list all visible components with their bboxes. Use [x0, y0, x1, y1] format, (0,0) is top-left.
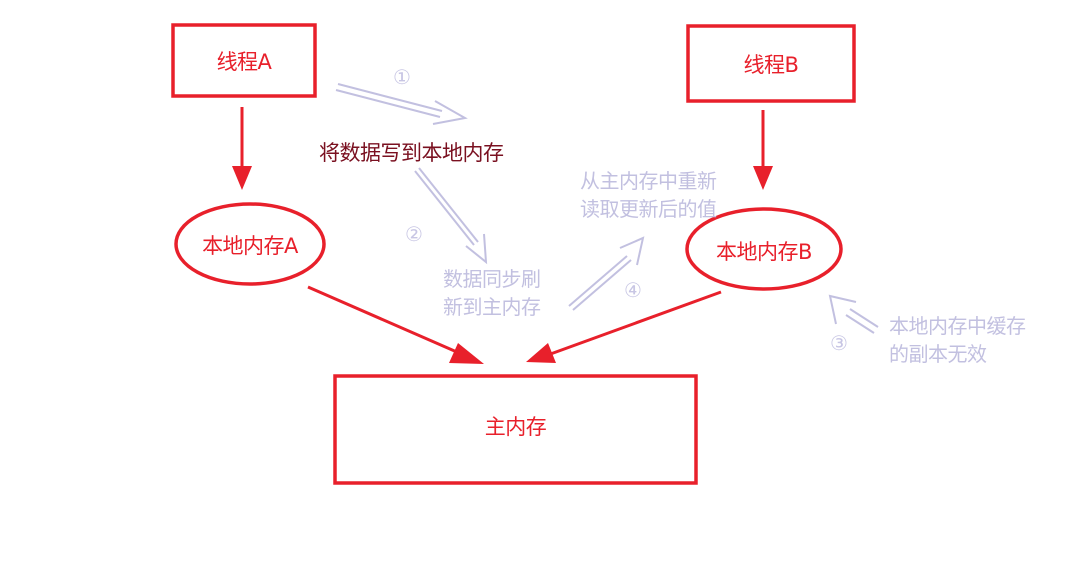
step3-text-line2: 的副本无效 — [889, 342, 987, 366]
step2-arrow — [414, 167, 488, 265]
arrowhead-thread-b-to-local-b — [753, 166, 773, 190]
thread-a-box — [171, 23, 317, 98]
arrow-local-b-to-main — [544, 290, 722, 358]
local-memory-a-label: 本地内存A — [202, 234, 298, 258]
step2-text-line1: 数据同步刷 — [443, 267, 541, 291]
step1-text: 将数据写到本地内存 — [319, 141, 504, 165]
step3-text-line1: 本地内存中缓存 — [889, 314, 1026, 338]
local-memory-b-ellipse — [685, 207, 843, 291]
main-memory-label: 主内存 — [484, 415, 547, 439]
arrow-local-a-to-main — [307, 285, 467, 358]
step3-arrow — [828, 294, 879, 334]
thread-b-label: 线程B — [743, 53, 799, 77]
step2-number: ② — [405, 222, 423, 246]
arrowhead-thread-a-to-local-a — [232, 166, 252, 190]
local-memory-a-ellipse — [174, 202, 326, 286]
step2-text-line2: 新到主内存 — [443, 295, 541, 319]
arrowhead-local-b-to-main — [526, 343, 556, 363]
local-memory-b-label: 本地内存B — [716, 240, 812, 264]
thread-a-label: 线程A — [216, 50, 272, 74]
arrowhead-local-a-to-main — [449, 343, 484, 364]
thread-b-box — [686, 24, 856, 103]
main-memory-box — [333, 374, 698, 485]
step4-number: ④ — [624, 278, 642, 302]
step3-number: ③ — [830, 331, 848, 355]
step1-arrow — [335, 83, 468, 125]
step4-arrow — [568, 236, 645, 311]
step4-text-line2: 读取更新后的值 — [580, 197, 717, 221]
step1-number: ① — [393, 65, 411, 89]
step4-text-line1: 从主内存中重新 — [580, 169, 717, 193]
